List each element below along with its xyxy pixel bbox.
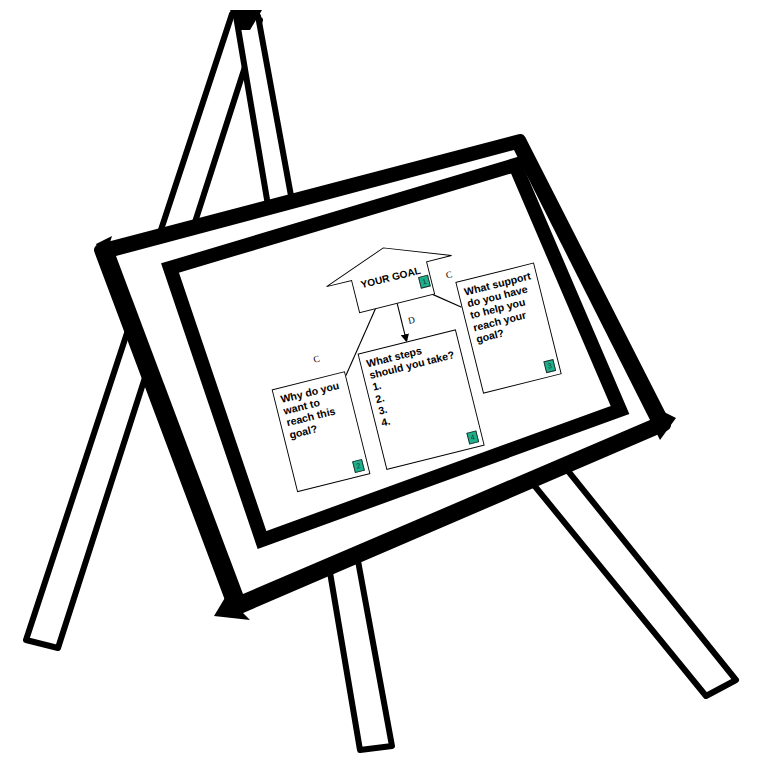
- question-box: What steps should you take?1.2.3.4.4: [358, 329, 485, 470]
- callout-number: 2: [352, 459, 365, 473]
- connector-line: [397, 303, 407, 341]
- list-item: 4.: [380, 396, 470, 429]
- easel-top: [230, 10, 262, 30]
- callout-number: 4: [466, 430, 479, 444]
- connector-letter: C: [445, 269, 453, 280]
- connector-letter: D: [407, 314, 416, 325]
- callout-number: 3: [543, 359, 556, 373]
- goal-arrow-shape: [321, 232, 460, 319]
- frame-jag: [214, 596, 250, 620]
- list-item: 3.: [377, 384, 467, 417]
- node-text: What steps should you take?: [365, 337, 457, 382]
- easel-leg: [520, 456, 736, 696]
- connector-letter: C: [312, 353, 320, 364]
- frame-mat: [116, 150, 650, 594]
- node-text: Why do you want to reach this goal?: [279, 379, 352, 442]
- canvas-border: [170, 165, 620, 540]
- canvas-frame: [100, 140, 665, 610]
- frame-jag: [96, 236, 112, 262]
- node-text: What support do you have to help you rea…: [463, 270, 545, 346]
